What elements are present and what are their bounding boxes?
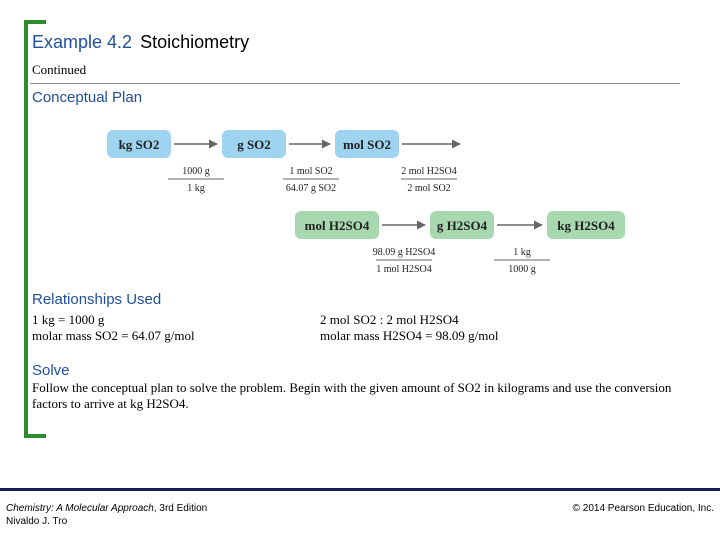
- row1-node-1-label: g SO2: [237, 137, 271, 152]
- row2-node-0-box: [293, 209, 381, 241]
- row2-node-1-label: g H2SO4: [437, 218, 488, 233]
- row2-factor-1-denominator: 1000 g: [508, 264, 536, 275]
- row1-factor-2-numerator: 2 mol H2SO4: [401, 166, 457, 177]
- relationship-kg-g: 1 kg = 1000 g: [32, 312, 105, 327]
- conceptual-plan-diagram: kg SO2 g SO2 mol SO2 1000 g 1 kg 1 mol SO2 64.…: [105, 128, 627, 275]
- row2-node-2-box: [545, 209, 627, 241]
- conceptual-plan-heading: Conceptual Plan: [32, 89, 143, 106]
- row1-factor-0-numerator: 1000 g: [182, 166, 210, 177]
- example-topic: Stoichiometry: [140, 32, 250, 52]
- row1-node-0-label: kg SO2: [119, 137, 160, 152]
- relationships-left: 1 kg = 1000 g molar mass SO2 = 64.07 g/m…: [32, 312, 195, 344]
- example-number: Example 4.2: [32, 32, 133, 52]
- page-title: Example 4.2 Stoichiometry: [32, 32, 249, 53]
- frame-left-accent: [24, 20, 28, 438]
- relationship-mole-ratio: 2 mol SO2 : 2 mol H2SO4: [320, 312, 459, 327]
- row1-factor-1-numerator: 1 mol SO2: [289, 166, 332, 177]
- footer-copyright: © 2014 Pearson Education, Inc.: [572, 503, 714, 514]
- solve-heading: Solve: [32, 362, 70, 379]
- book-edition: , 3rd Edition: [153, 503, 208, 514]
- book-author: Nivaldo J. Tro: [6, 516, 68, 527]
- relationship-molar-mass-h2so4: molar mass H2SO4 = 98.09 g/mol: [320, 328, 499, 343]
- row1-node-1-box: [220, 128, 288, 160]
- row2-factor-0-denominator: 1 mol H2SO4: [376, 264, 432, 275]
- book-title: Chemistry: A Molecular Approach: [6, 503, 154, 514]
- solve-paragraph: Follow the conceptual plan to solve the …: [32, 380, 672, 411]
- row2-node-2-label: kg H2SO4: [557, 218, 615, 233]
- relationships-heading: Relationships Used: [32, 291, 162, 308]
- relationship-molar-mass-so2: molar mass SO2 = 64.07 g/mol: [32, 328, 195, 343]
- footer-book-info: Chemistry: A Molecular Approach, 3rd Edi…: [6, 502, 207, 528]
- row1-factor-2-denominator: 2 mol SO2: [407, 183, 450, 194]
- footer-divider: [0, 488, 720, 491]
- relationships-right: 2 mol SO2 : 2 mol H2SO4 molar mass H2SO4…: [320, 312, 499, 344]
- title-divider: [30, 83, 680, 84]
- row1-node-2-label: mol SO2: [343, 137, 391, 152]
- row1-node-2-box: [333, 128, 401, 160]
- row2-factor-1-numerator: 1 kg: [513, 247, 531, 258]
- row2-node-1-box: [428, 209, 496, 241]
- row2-node-0-label: mol H2SO4: [305, 218, 370, 233]
- frame-bottom-accent: [24, 434, 46, 438]
- row2-factor-0-numerator: 98.09 g H2SO4: [373, 247, 436, 258]
- row1-node-0-box: [105, 128, 173, 160]
- continued-label: Continued: [32, 62, 87, 77]
- row1-factor-0-denominator: 1 kg: [187, 183, 205, 194]
- row1-factor-1-denominator: 64.07 g SO2: [286, 183, 336, 194]
- frame-top-accent: [24, 20, 46, 24]
